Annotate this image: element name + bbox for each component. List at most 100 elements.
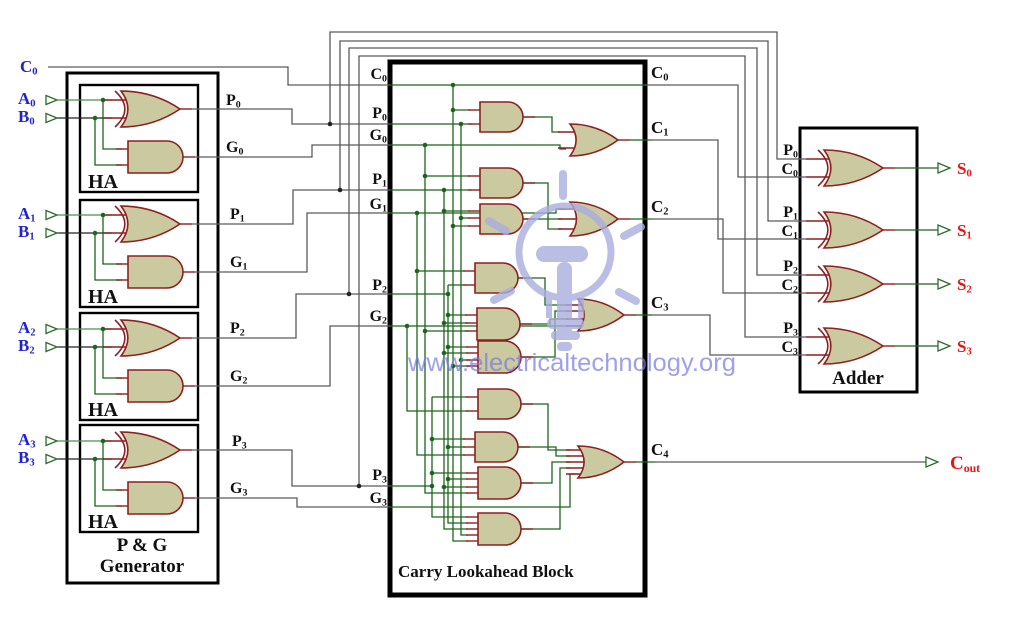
junction-dot <box>445 444 451 450</box>
junction-dot <box>441 208 447 214</box>
ha3-and <box>127 481 184 515</box>
adder-xor-s2-xor-arc <box>817 265 829 303</box>
cla-and-1 <box>479 101 524 133</box>
label-a2-sub: 2 <box>30 328 35 339</box>
label-adder-block: Adder <box>832 368 884 389</box>
cla-box <box>387 59 648 598</box>
label-s2-sub: 2 <box>966 285 971 296</box>
row-g0 <box>390 144 566 150</box>
label-b3-sub: 3 <box>29 458 34 469</box>
label-ha-1: HA <box>88 286 119 308</box>
label-p3-adder-main: P <box>783 320 793 337</box>
link-p3 <box>192 449 390 487</box>
junction-dot <box>100 97 106 103</box>
cla-and-5 <box>476 307 521 341</box>
label-p1-pg: P1 <box>230 206 245 224</box>
label-p2-adder: P2 <box>783 258 798 276</box>
adder-xor-s1-xor-arc <box>817 211 829 249</box>
label-s0: S0 <box>957 159 972 180</box>
link-p2 <box>192 293 390 339</box>
label-s1-main: S <box>957 221 966 240</box>
junction-dot <box>441 187 447 193</box>
pin-s3 <box>937 340 952 352</box>
pin-s1 <box>937 224 952 236</box>
adder-xor-s0 <box>822 149 885 187</box>
label-c3-sub: 3 <box>663 303 668 314</box>
label-c0-cla-right-main: C <box>651 63 663 82</box>
label-ha-1-text: HA <box>88 286 119 308</box>
label-b3-main: B <box>18 448 29 467</box>
label-b2-sub: 2 <box>29 346 34 357</box>
label-s1: S1 <box>957 221 972 242</box>
label-s0-sub: 0 <box>966 169 971 180</box>
label-p3-adder: P3 <box>783 320 798 338</box>
pin-a2 <box>45 323 59 335</box>
label-c0-adder: C0 <box>781 161 798 179</box>
ha2-xor-xor-arc <box>114 319 126 357</box>
watermark-gavel <box>547 318 584 329</box>
branch-a3 <box>102 441 122 491</box>
label-p0-adder: P0 <box>783 142 798 160</box>
label-ha-2: HA <box>88 399 119 421</box>
watermark: www.electricaltechnology.org <box>407 170 736 377</box>
ha-box-3 <box>78 423 200 534</box>
junction-dot <box>441 484 447 490</box>
route-c3 <box>652 314 806 356</box>
label-g2-cla-sub: 2 <box>382 315 387 326</box>
label-g0-cla: G0 <box>370 127 387 145</box>
route-c1 <box>652 139 806 240</box>
label-cla-block: Carry Lookahead Block <box>398 562 574 581</box>
bridge-p1 <box>339 40 806 222</box>
label-a0-main: A <box>18 89 31 108</box>
label-p0-adder-sub: 0 <box>793 149 798 160</box>
pin-b1 <box>45 227 59 239</box>
label-a3-sub: 3 <box>30 440 35 451</box>
label-a3: A3 <box>18 430 36 451</box>
label-p0-pg-sub: 0 <box>236 99 241 110</box>
label-c0-cla-right: C0 <box>651 63 669 84</box>
label-c0-cla-left-main: C <box>370 66 382 83</box>
label-cout-sub: out <box>964 462 980 475</box>
rail-p1 <box>443 190 468 530</box>
label-pg-line2-text: Generator <box>100 556 185 577</box>
label-g3-pg-main: G <box>230 480 243 497</box>
label-c2: C2 <box>651 197 669 218</box>
bridge-p3 <box>358 55 806 486</box>
junction-dot <box>100 438 106 444</box>
link-g2 <box>195 325 390 387</box>
label-p2-pg-main: P <box>230 320 240 337</box>
label-p3-cla-sub: 3 <box>382 474 387 485</box>
label-c1-sub: 1 <box>663 128 668 139</box>
label-a0-sub: 0 <box>30 99 35 110</box>
junction-dot <box>92 456 98 462</box>
junction-dot <box>429 483 435 489</box>
label-p2-cla: P2 <box>372 277 387 295</box>
pin-b2 <box>45 341 59 353</box>
label-b0-main: B <box>18 107 29 126</box>
label-b1: B1 <box>18 222 35 243</box>
label-b0-sub: 0 <box>29 117 34 128</box>
ha2-and <box>127 369 184 403</box>
rail-c0 <box>452 85 468 542</box>
label-p2-pg-sub: 2 <box>240 327 245 338</box>
ha2-xor <box>119 319 182 357</box>
label-p3-cla: P3 <box>372 467 387 485</box>
link-p0 <box>192 108 390 125</box>
label-c0-adder-main: C <box>781 161 793 178</box>
junction-dot <box>441 350 447 356</box>
label-c1-main: C <box>651 118 663 137</box>
watermark-ray <box>490 287 515 304</box>
label-g0-cla-sub: 0 <box>382 134 387 145</box>
label-s1-sub: 1 <box>966 231 971 242</box>
label-g3-pg-sub: 3 <box>242 487 247 498</box>
adder-xor-s1 <box>822 211 885 249</box>
watermark-gavel <box>551 331 580 340</box>
ha3-xor-xor-arc <box>114 431 126 469</box>
label-g1-cla: G1 <box>370 196 387 214</box>
label-g1-cla-main: G <box>370 196 383 213</box>
pin-b0 <box>45 112 59 124</box>
label-ha-3: HA <box>88 511 119 533</box>
watermark-ray <box>485 217 510 235</box>
label-p0-cla-main: P <box>372 105 382 122</box>
label-cout-main: C <box>950 453 964 474</box>
